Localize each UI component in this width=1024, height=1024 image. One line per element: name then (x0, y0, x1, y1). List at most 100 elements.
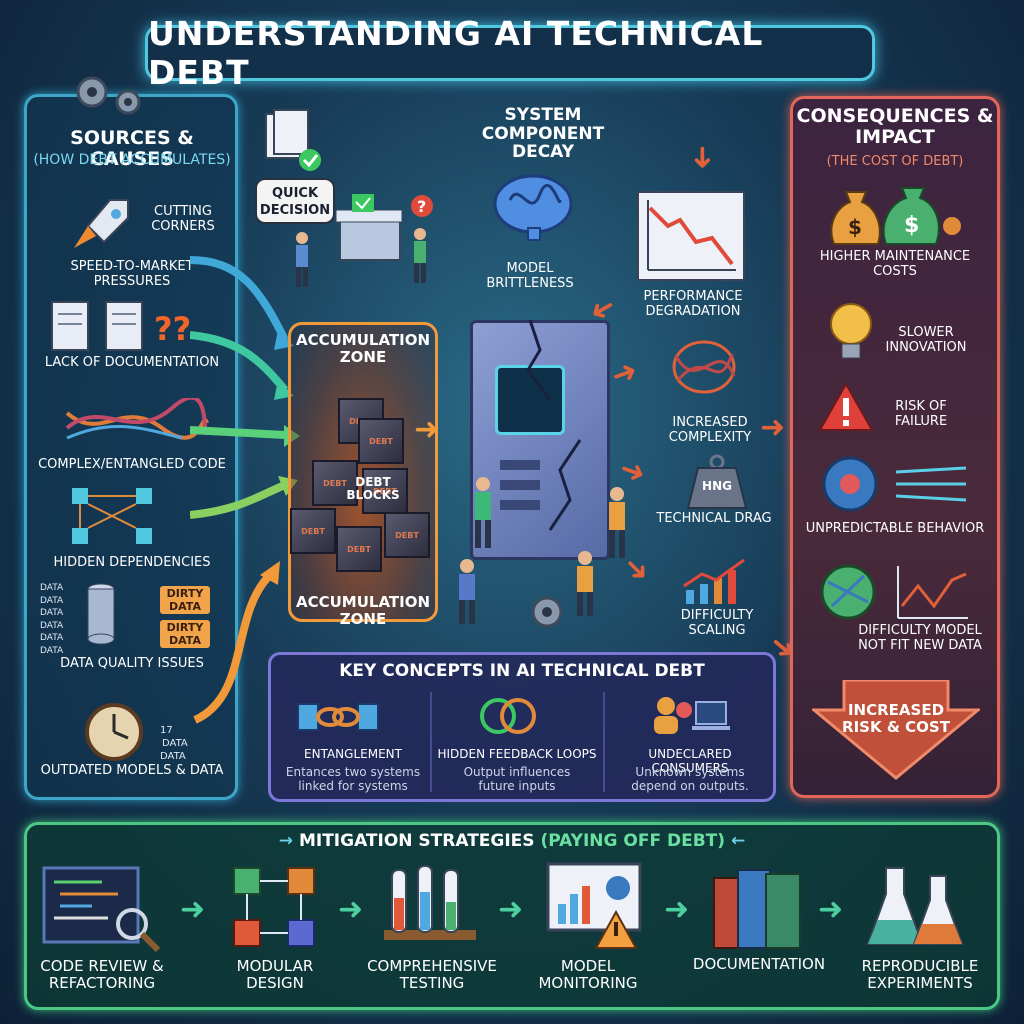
mitigation-reproducible: REPRODUCIBLE EXPERIMENTS (861, 957, 979, 992)
lightbulb-icon (830, 303, 872, 359)
dirty-data-tag: DIRTY DATA (160, 586, 210, 614)
concept-divider (430, 692, 432, 792)
clock-tag: 17 (160, 725, 173, 736)
modular-design-icon (233, 867, 315, 947)
mitigation-arrow: ➜ (818, 892, 844, 927)
decay-technical-drag: TECHNICAL DRAG (656, 511, 772, 526)
mitigation-testing: COMPREHENSIVE TESTING (367, 957, 497, 992)
warning-icon (818, 382, 874, 431)
concept-entanglement-title: ENTANGLEMENT (304, 747, 402, 761)
consequence-slower-innovation: SLOWER INNOVATION (885, 325, 967, 355)
svg-text:?: ? (417, 197, 426, 216)
clock-tags: 17 DATA DATA (160, 724, 188, 763)
declining-chart-icon (637, 191, 745, 281)
decay-increased-complexity: INCREASED COMPLEXITY (668, 415, 752, 445)
mitigation-arrow: ➜ (664, 892, 690, 927)
arrow-to-chart: ➜ (685, 144, 721, 171)
key-concepts-panel (268, 652, 776, 802)
database-icon (87, 583, 115, 645)
concept-entanglement-desc: Entances two systems linked for systems (285, 765, 421, 793)
data-tag-list: DATA DATA DATA DATA DATA DATA (40, 582, 63, 657)
clock-tag: DATA (162, 738, 188, 749)
weight-text: HNG (702, 479, 732, 493)
workers-repairing (459, 477, 625, 628)
documents-icon: ?? (51, 301, 191, 351)
consumers-icon (654, 697, 730, 734)
mitigation-heading: → MITIGATION STRATEGIES (PAYING OFF DEBT… (278, 831, 746, 851)
source-data-quality: DATA QUALITY ISSUES (60, 656, 204, 671)
debt-cube: DEBT (290, 508, 336, 554)
flasks-icon (866, 867, 964, 945)
mitigation-modular-design: MODULAR DESIGN (236, 957, 314, 992)
tangle-icon (672, 340, 736, 394)
arrow-to-consequences: ➜ (760, 410, 786, 445)
arrow-to-machine: ➜ (414, 412, 440, 447)
arrow-machine-complexity: ➜ (606, 352, 643, 395)
documents-check-icon (265, 109, 321, 171)
data-tag: DATA (40, 645, 64, 656)
consequence-risk-of-failure: RISK OF FAILURE (894, 399, 948, 429)
chain-link-icon (297, 703, 379, 731)
test-tubes-icon (384, 865, 476, 940)
quick-decision-bubble: QUICK DECISION (255, 178, 335, 224)
consequence-model-not-fit: DIFFICULTY MODEL NOT FIT NEW DATA (858, 623, 982, 653)
mitigation-arrow: ➜ (338, 892, 364, 927)
data-tag: DATA (40, 633, 64, 643)
monitoring-icon (546, 862, 642, 949)
consequence-unpredictable: UNPREDICTABLE BEHAVIOR (805, 521, 985, 536)
brain-icon (493, 174, 573, 241)
accumulation-label-bottom: ACCUMULATION ZONE (295, 593, 431, 628)
mitigation-monitoring: MODEL MONITORING (538, 957, 638, 992)
concept-divider (603, 692, 605, 792)
machine-screen (495, 365, 565, 435)
decay-model-brittleness: MODEL BRITTLENESS (486, 261, 574, 291)
concept-feedback-title: HIDDEN FEEDBACK LOOPS (437, 747, 597, 761)
concept-consumers-title: UNDECLARED CONSUMERS (648, 747, 732, 775)
money-bags-icon: $ $ (830, 187, 961, 245)
decision-scene: ? (296, 194, 433, 287)
drift-chart-icon (820, 564, 968, 620)
sources-subheading: (HOW DEBT ACCUMULATES) (33, 152, 231, 168)
svg-text:$: $ (848, 215, 862, 239)
dependency-graph-icon (72, 488, 152, 544)
debt-cube: DEBT (312, 460, 358, 506)
tangled-wires-icon (65, 398, 209, 440)
chaos-icon (822, 456, 967, 512)
mitigation-heading-main: MITIGATION STRATEGIES (298, 831, 535, 851)
rocket-icon (74, 199, 129, 248)
source-outdated-models: OUTDATED MODELS & DATA (40, 763, 224, 778)
mitigation-panel (24, 822, 1000, 1010)
sources-panel (24, 94, 238, 800)
decay-difficulty-scaling: DIFFICULTY SCALING (680, 608, 754, 638)
feedback-loop-icon (480, 698, 536, 734)
result-arrow (812, 680, 980, 780)
debt-cube: DEBT (336, 526, 382, 572)
svg-text:??: ?? (154, 310, 191, 348)
mitigation-arrow: ➜ (498, 892, 524, 927)
result-increased-risk: INCREASED RISK & COST (842, 701, 950, 736)
debt-cube: DEBT (384, 512, 430, 558)
clock-tag: DATA (160, 751, 186, 762)
consequences-heading: CONSEQUENCES & IMPACT (796, 105, 994, 148)
decaying-system-machine (470, 320, 610, 560)
consequence-maintenance-costs: HIGHER MAINTENANCE COSTS (819, 249, 971, 279)
mitigation-arrow: ➜ (180, 892, 206, 927)
dirty-data-tag: DIRTY DATA (160, 620, 210, 648)
code-review-icon (42, 866, 161, 952)
gears-icon (76, 76, 141, 115)
page-title: UNDERSTANDING AI TECHNICAL DEBT (148, 14, 764, 92)
debt-blocks-label: DEBT BLOCKS (346, 475, 400, 503)
mitigation-code-review: CODE REVIEW & REFACTORING (40, 957, 164, 992)
source-cutting-corners: CUTTING CORNERS (151, 204, 215, 234)
accumulation-label-top: ACCUMULATION ZONE (295, 331, 431, 366)
scaling-chart-icon (683, 558, 745, 604)
concept-feedback-desc: Output influences future inputs (463, 765, 571, 793)
clock-icon (85, 703, 143, 761)
weight-icon (686, 454, 748, 509)
data-tag: DATA (40, 620, 64, 631)
title-banner: UNDERSTANDING AI TECHNICAL DEBT (145, 14, 875, 92)
source-speed-to-market: SPEED-TO-MARKET PRESSURES (70, 259, 194, 289)
debt-cube: DEBT (358, 418, 404, 464)
svg-text:$: $ (904, 213, 919, 238)
key-concepts-heading: KEY CONCEPTS IN AI TECHNICAL DEBT (339, 661, 705, 681)
